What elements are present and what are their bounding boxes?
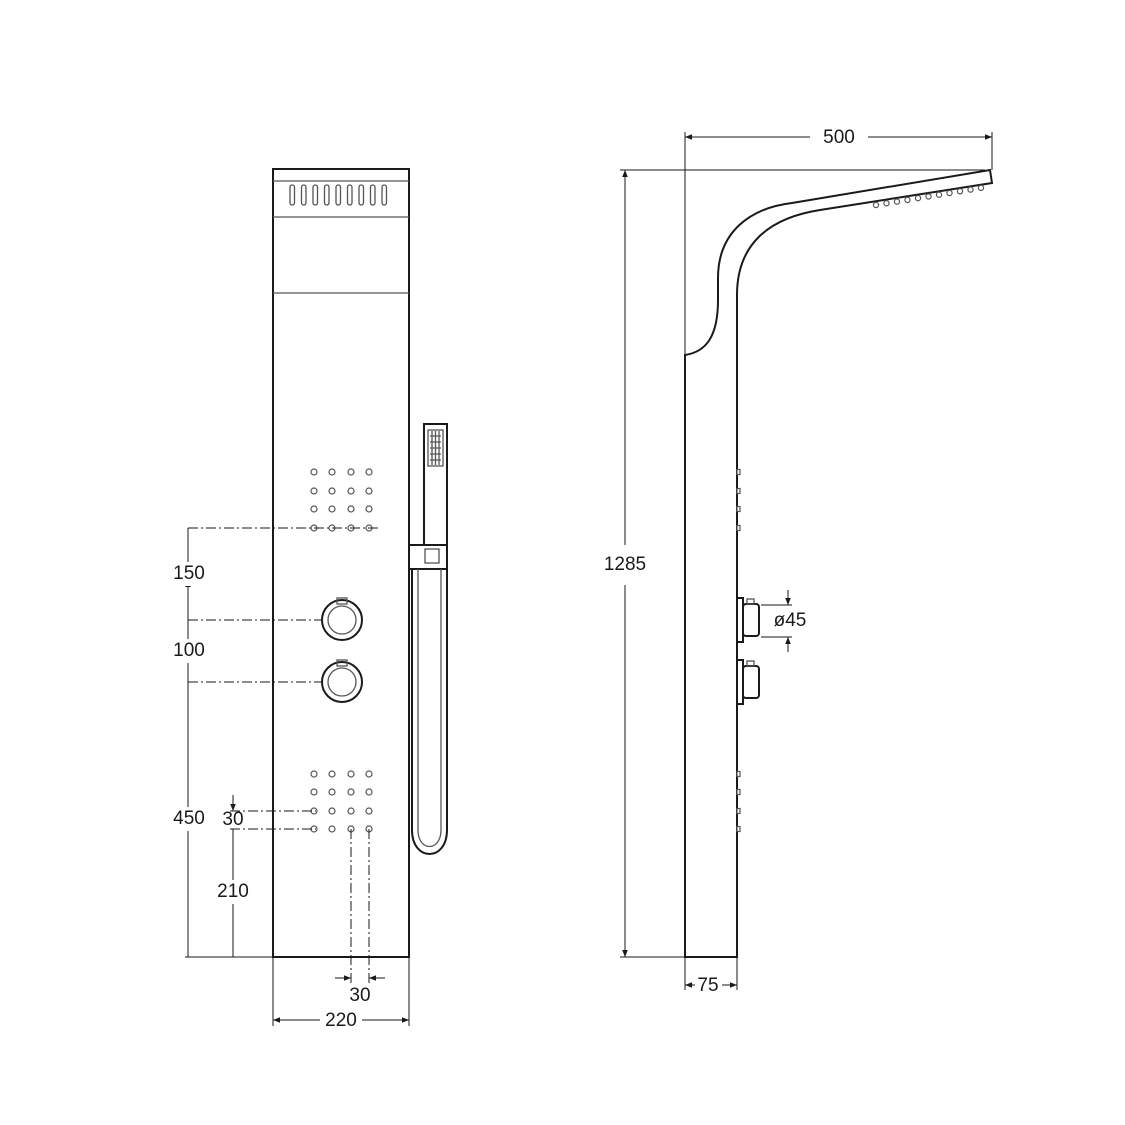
panel-body xyxy=(272,168,410,958)
side-jet xyxy=(736,770,741,778)
dim-30-col: 30 xyxy=(349,985,370,1006)
body-jet xyxy=(328,825,336,833)
side-jet xyxy=(736,505,741,513)
side-view: 500 1285 75 ø45 xyxy=(604,127,994,996)
body-jet xyxy=(365,807,373,815)
vent-slot xyxy=(289,184,296,206)
body-jets-front xyxy=(310,468,373,833)
body-jet xyxy=(328,807,336,815)
body-jet xyxy=(328,770,336,778)
dim-210: 210 xyxy=(217,881,249,902)
nozzle xyxy=(946,189,953,197)
body-jet xyxy=(365,468,373,476)
body-jet xyxy=(310,487,318,495)
dim-220: 220 xyxy=(325,1010,357,1031)
side-jet xyxy=(736,468,741,476)
dim-500: 500 xyxy=(823,127,855,148)
vent-slot xyxy=(300,184,307,206)
side-jet xyxy=(736,487,741,495)
nozzle xyxy=(893,198,901,205)
nozzle xyxy=(977,184,985,192)
body-jet xyxy=(328,487,336,495)
nozzle xyxy=(872,201,880,209)
front-view: 150 100 450 30 210 30 220 xyxy=(170,168,448,1032)
body-jet xyxy=(365,770,373,778)
body-jet xyxy=(347,770,355,778)
nozzle xyxy=(967,186,974,193)
nozzle xyxy=(904,196,911,204)
thermostat-knob-lower xyxy=(321,659,363,703)
side-jet xyxy=(736,788,741,796)
nozzle xyxy=(914,194,922,202)
side-jet xyxy=(736,825,741,833)
body-jet xyxy=(310,468,318,476)
body-jet xyxy=(347,487,355,495)
dim-450: 450 xyxy=(173,808,205,829)
body-jet xyxy=(310,505,318,513)
body-jet xyxy=(328,788,336,796)
side-knob-lower xyxy=(736,659,760,705)
body-jet xyxy=(347,505,355,513)
body-jet xyxy=(365,788,373,796)
body-jet xyxy=(328,468,336,476)
vent-slot xyxy=(312,184,319,206)
body-jet xyxy=(347,807,355,815)
nozzle xyxy=(956,188,964,195)
dim-75: 75 xyxy=(697,975,718,996)
nozzle xyxy=(925,193,932,200)
hand-shower xyxy=(408,423,448,855)
side-jet xyxy=(736,524,741,532)
body-jet xyxy=(365,505,373,513)
body-jet xyxy=(328,505,336,513)
body-jet xyxy=(347,468,355,476)
vent-slot xyxy=(346,184,353,206)
vent-slot xyxy=(335,184,342,206)
body-jet xyxy=(310,770,318,778)
dim-knob-diameter: ø45 xyxy=(774,610,807,631)
dim-1285: 1285 xyxy=(604,554,646,575)
body-jet xyxy=(310,788,318,796)
body-jets-side xyxy=(736,468,741,833)
dim-150: 150 xyxy=(173,563,205,584)
side-knob-upper xyxy=(736,597,760,643)
dim-30-row: 30 xyxy=(222,809,243,830)
vent-slot xyxy=(358,184,365,206)
side-jet xyxy=(736,807,741,815)
side-body xyxy=(684,168,994,958)
vent-slot xyxy=(381,184,388,206)
vent-slot xyxy=(369,184,376,206)
rain-head-nozzles xyxy=(872,184,985,209)
body-jet xyxy=(365,487,373,495)
nozzle xyxy=(935,191,943,198)
vent-slot xyxy=(323,184,330,206)
nozzle xyxy=(883,200,890,207)
vent-slots xyxy=(289,184,388,206)
body-jet xyxy=(347,788,355,796)
thermostat-knob-upper xyxy=(321,597,363,641)
dim-100: 100 xyxy=(173,640,205,661)
